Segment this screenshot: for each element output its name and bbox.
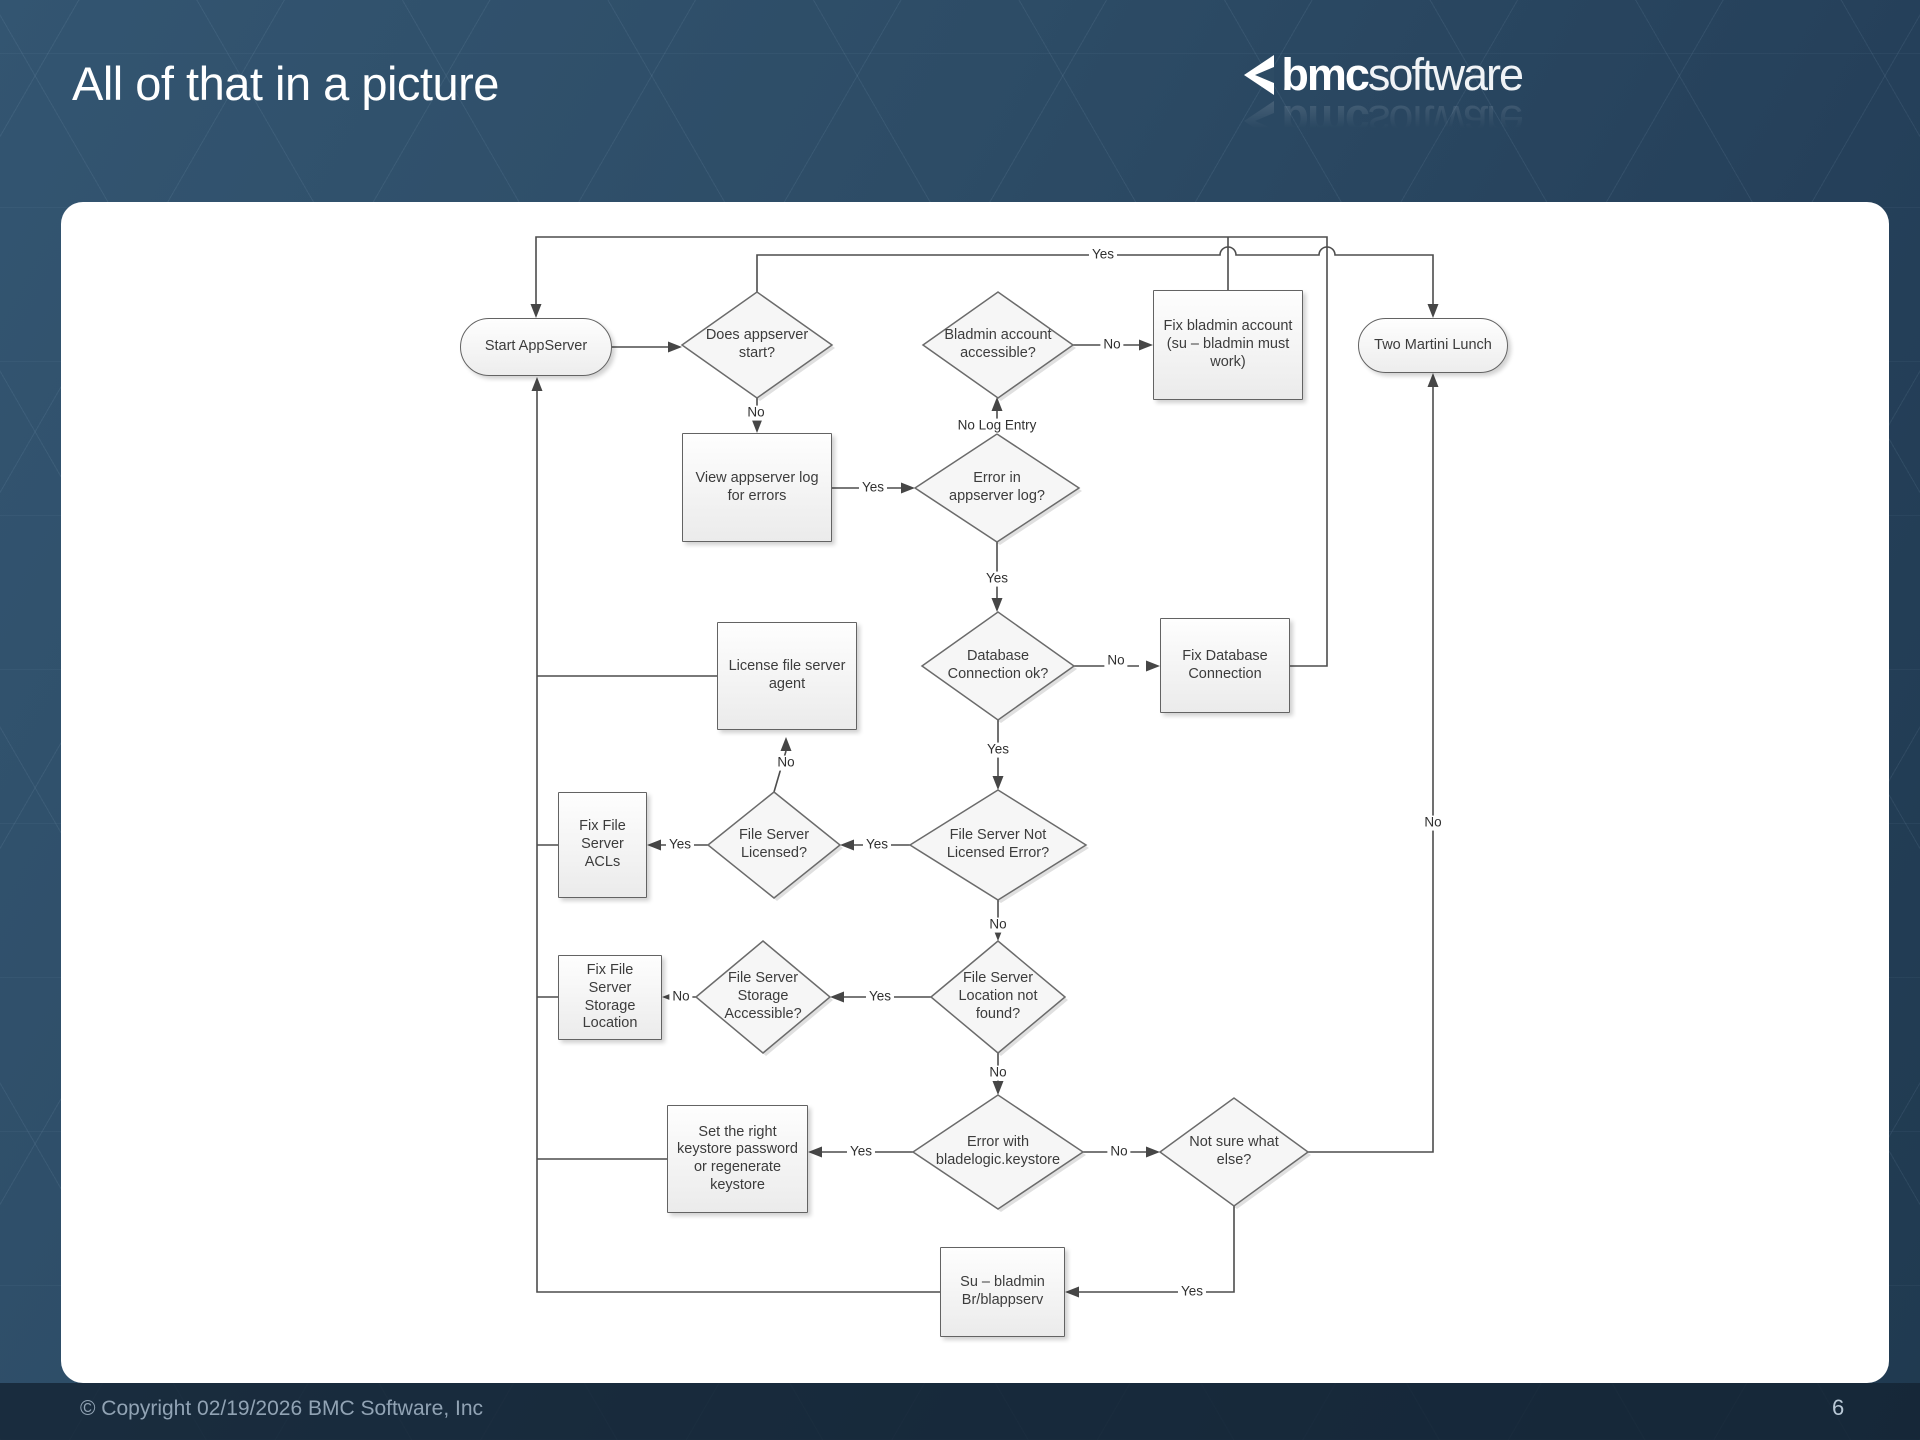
footer-bar: © Copyright 02/19/2026 BMC Software, Inc…	[0, 1383, 1920, 1440]
copyright-text: © Copyright 02/19/2026 BMC Software, Inc	[80, 1397, 484, 1420]
edge-label-fs-licensed-yes: Yes	[665, 837, 695, 853]
node-bladmin-account-accessible: Bladmin account accessible?	[944, 327, 1052, 361]
edge-label-keystore-no: No	[1107, 1144, 1131, 1160]
edge-label-does-start-no: No	[744, 405, 768, 421]
node-file-server-not-licensed-error: File Server Not Licensed Error?	[946, 827, 1050, 861]
edge-label-error-log-yes: Yes	[982, 571, 1012, 587]
flowchart-panel	[61, 202, 1889, 1383]
edge-label-location-no: No	[986, 1065, 1010, 1081]
node-file-server-storage-accessible: File Server Storage Accessible?	[724, 970, 802, 1022]
edge-label-no-log-entry: No Log Entry	[954, 418, 1040, 434]
bmc-arrow-icon	[1244, 54, 1275, 95]
edge-label-does-start-yes: Yes	[1088, 247, 1118, 263]
edge-label-bladmin-no: No	[1100, 337, 1124, 353]
node-start-appserver: Start AppServer	[460, 318, 612, 376]
node-not-sure-what-else: Not sure what else?	[1189, 1134, 1279, 1168]
edge-label-fs-not-licensed-no: No	[986, 917, 1010, 933]
node-license-file-server-agent: License file server agent	[717, 622, 857, 730]
logo-brand-light: software	[1367, 49, 1524, 100]
node-two-martini-lunch: Two Martini Lunch	[1358, 318, 1508, 373]
edge-label-view-log-yes: Yes	[858, 480, 888, 496]
logo-brand-bold: bmc	[1281, 49, 1370, 100]
edge-label-db-no: No	[1104, 653, 1128, 669]
edge-label-db-yes: Yes	[983, 742, 1013, 758]
slide-title: All of that in a picture	[72, 57, 499, 110]
page-number: 6	[1832, 1395, 1845, 1420]
node-error-with-bladelogic-keystore: Error with bladelogic.keystore	[935, 1134, 1061, 1168]
node-view-appserver-log: View appserver log for errors	[682, 433, 832, 542]
node-file-server-licensed: File Server Licensed?	[738, 827, 810, 861]
node-error-in-appserver-log: Error in appserver log?	[949, 470, 1045, 504]
edge-label-fs-not-licensed-yes: Yes	[862, 837, 892, 853]
node-fix-bladmin-account: Fix bladmin account (su – bladmin must w…	[1153, 290, 1303, 400]
node-fix-file-server-storage-location: Fix File Server Storage Location	[558, 955, 662, 1040]
edge-label-not-sure-yes: Yes	[1177, 1284, 1207, 1300]
bmc-arrow-icon-reflection	[1244, 101, 1275, 142]
node-su-bladmin: Su – bladmin Br/blappserv	[940, 1247, 1065, 1337]
node-set-keystore-password: Set the right keystore password or regen…	[667, 1105, 808, 1213]
node-fix-database-connection: Fix Database Connection	[1160, 618, 1290, 713]
edge-label-keystore-yes: Yes	[846, 1144, 876, 1160]
edge-label-storage-no: No	[669, 989, 693, 1005]
node-file-server-location-not-found: File Server Location not found?	[958, 970, 1038, 1022]
edge-label-not-sure-no: No	[1421, 815, 1445, 831]
edge-label-fs-licensed-no: No	[774, 755, 798, 771]
node-does-appserver-start: Does appserver start?	[705, 327, 809, 361]
node-database-connection-ok: Database Connection ok?	[947, 648, 1049, 682]
node-fix-file-server-acls: Fix File Server ACLs	[558, 792, 647, 898]
edge-label-location-yes: Yes	[865, 989, 895, 1005]
